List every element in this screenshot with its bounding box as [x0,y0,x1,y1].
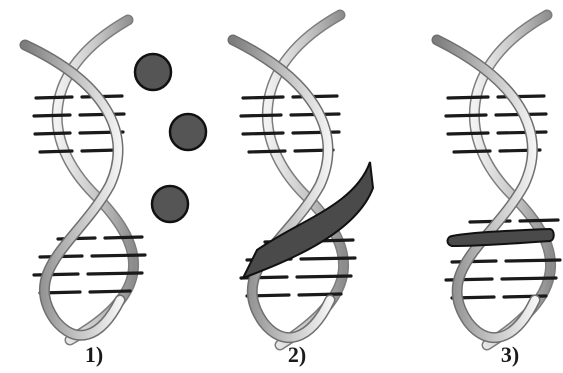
panel-label-2: 2) [288,342,306,367]
free-molecules [133,52,208,224]
intercalated-molecule [446,227,555,248]
molecule-2 [168,112,208,152]
panel-3: 3) [431,9,562,367]
panel-2: 2) [227,9,375,367]
panel-label-1: 1) [85,342,103,367]
base-pairs-1 [32,94,147,295]
dna-helix-2 [227,9,357,351]
molecule-1 [133,52,173,92]
dna-helix-1 [19,14,147,346]
panel-label-3: 3) [501,342,519,367]
panel-1: 1) [19,14,208,367]
molecule-3 [150,184,190,224]
groove-binding-molecule [240,161,375,280]
dna-helix-3 [431,9,562,351]
